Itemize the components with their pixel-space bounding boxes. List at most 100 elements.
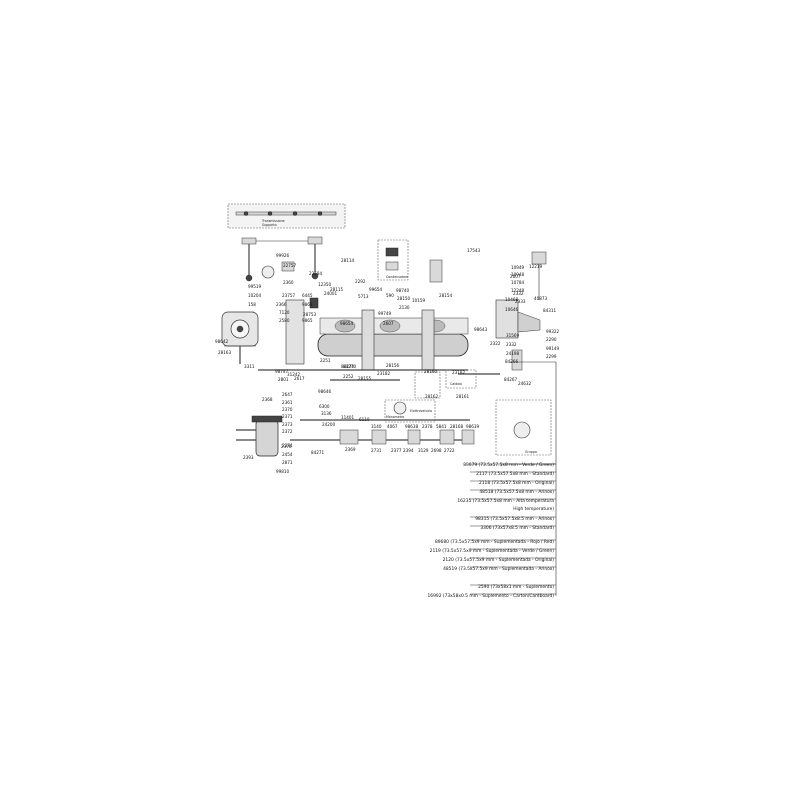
callout: 2376 <box>281 444 292 450</box>
callout: 31242 <box>287 372 301 378</box>
callout: 10784 <box>511 280 525 286</box>
callout: 28162 <box>425 394 439 400</box>
callout: 12248 <box>511 288 525 294</box>
callout: 98639 <box>466 424 480 430</box>
callout: 12219 <box>529 264 543 270</box>
callout: 23182 <box>377 371 391 377</box>
legend-item: 98315 (73.5x57.5x8.5 mm - Arinox) <box>475 516 554 522</box>
callout: 10949 <box>511 265 525 271</box>
callout: 3311 <box>244 364 255 370</box>
legend-item: 2119 (73.5x57.5x9 mm - Suplementada - Ve… <box>430 548 555 554</box>
legend-item: 16992 (73x58x0.5 mm - Suplemento - Carto… <box>428 593 555 599</box>
callout: 24632 <box>518 381 532 387</box>
water-softener <box>236 415 283 457</box>
callout: 98642 <box>215 339 229 345</box>
callout: 2369 <box>345 447 356 453</box>
legend-item: 3306 (73x57x8.5 mm - Standard) <box>480 525 554 531</box>
legend-item: 2120 (73.5x57.5x9 mm - Suplementada - Or… <box>443 557 555 563</box>
callout: 84271 <box>311 450 325 456</box>
callout: 2371 <box>282 414 293 420</box>
legend-item: 48519 (73.5x57.5x9 mm - Suplementada - A… <box>443 566 554 572</box>
callout: 2322 <box>490 341 501 347</box>
callout: 2647 <box>282 392 293 398</box>
callout: 3140 <box>371 424 382 430</box>
callout: 4067 <box>387 424 398 430</box>
legend-item: 16235 (73.5x57.5x8 mm - Alta temperatura <box>457 498 554 504</box>
callout: 23757 <box>282 293 296 299</box>
callout: 99749 <box>378 311 392 317</box>
callout: 2394 <box>403 448 414 454</box>
callout: 99810 <box>276 469 290 475</box>
callout: 84270 <box>341 364 355 370</box>
callout: 84311 <box>543 308 557 314</box>
callout: 6110 <box>359 417 370 423</box>
callout: 24200 <box>322 422 336 428</box>
legend-item: 2118 (73.5x57.5x8 mm - Original) <box>479 480 554 486</box>
component-labels: Condensatore Caldaia Elettrovalvola Grup… <box>386 275 537 454</box>
callout: 28115 <box>330 287 344 293</box>
callout: 2292 <box>355 279 366 285</box>
callout: 2454 <box>282 452 293 458</box>
pump-motor <box>221 311 259 364</box>
callout: 2731 <box>371 448 382 454</box>
callout: 98646 <box>318 389 332 395</box>
callout: 2722 <box>444 448 455 454</box>
callout: 10159 <box>412 298 426 304</box>
callout: 2333 <box>515 299 526 305</box>
callout: 2360 <box>283 280 294 286</box>
callout: 9865 <box>302 318 313 324</box>
callout: 2251 <box>320 358 331 364</box>
boiler-assembly <box>285 239 469 371</box>
callout: 22757 <box>283 263 297 269</box>
callout: 2366 <box>276 302 287 308</box>
callout: 28114 <box>341 258 355 264</box>
callout: 24198 <box>506 351 520 357</box>
callout: 3136 <box>321 411 332 417</box>
component-label: Elettrovalvola <box>410 409 432 413</box>
callout: 7120 <box>279 310 290 316</box>
callout: 10948 <box>511 272 525 278</box>
callout: 28168 <box>450 424 464 430</box>
component-label: Manometro <box>386 415 404 419</box>
callout: 28150 <box>397 296 411 302</box>
top-transmission-panel: Transmissione Supporto <box>227 203 346 229</box>
callout: 98638 <box>405 424 419 430</box>
callout: 2370 <box>282 407 293 413</box>
legend-item: 2590 (73x58x1 mm - Suplemento) <box>478 584 554 590</box>
callout: 11401 <box>341 415 355 421</box>
legend-item: 2117 (73.5x57.5x8 mm - Standard) <box>476 471 554 477</box>
gasket-legend: 89679 (73.5x57.5x8 mm - Verde / Green) 2… <box>428 462 556 599</box>
callout: 6300 <box>319 404 330 410</box>
legend-item: 89679 (73.5x57.5x8 mm - Verde / Green) <box>463 462 554 468</box>
callout: 98747 <box>275 369 289 375</box>
component-label: Condensatore <box>386 275 408 279</box>
callout: 84270 <box>343 364 357 370</box>
callout: 2377 <box>391 448 402 454</box>
callout: 28753 <box>303 312 317 318</box>
callout: 2871 <box>282 460 293 466</box>
callout: 28154 <box>439 293 453 299</box>
callout: 9865 <box>302 302 313 308</box>
callout: 2252 <box>343 374 354 380</box>
legend-item: 48518 (73.5x57.5x8 mm - Arinox) <box>479 489 554 495</box>
callout: 98654 <box>340 321 354 327</box>
callout: 3129 <box>418 448 429 454</box>
component-label: Caldaia <box>450 382 462 386</box>
callout: 2332 <box>506 342 517 348</box>
callout: 28156 <box>386 363 400 369</box>
callout: 158 <box>248 302 256 308</box>
callout: 98740 <box>396 288 410 294</box>
callout: 5841 <box>436 424 447 430</box>
top-panel-label-2: Supporto <box>262 223 277 227</box>
callout: 2290 <box>546 337 557 343</box>
callout: 28163 <box>218 350 232 356</box>
callout: 12350 <box>318 282 332 288</box>
callout: 28155 <box>358 376 372 382</box>
callout: 5713 <box>358 294 369 300</box>
callout: 99322 <box>546 329 560 335</box>
callout: 2372 <box>282 429 293 435</box>
legend-item: 89680 (73.5x57.5x9 mm - Suplementada - R… <box>435 539 554 545</box>
callout: 84266 <box>505 359 519 365</box>
callout: 2130 <box>399 305 410 311</box>
